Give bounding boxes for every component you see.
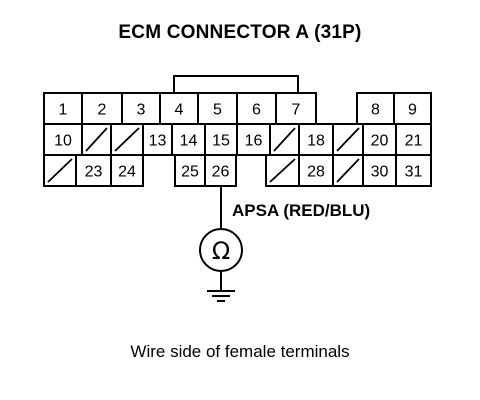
terminal-number: 31 (405, 164, 423, 181)
unused-terminal-slash (85, 127, 108, 152)
terminal-number: 16 (245, 133, 263, 150)
terminal-number: 26 (212, 164, 230, 181)
terminal-number: 1 (59, 102, 68, 119)
terminal-cavity-empty (110, 123, 144, 156)
terminal-number: 8 (371, 102, 380, 119)
terminal-number: 30 (371, 164, 389, 181)
unused-terminal-slash (336, 127, 360, 152)
terminal-cavity: 5 (197, 92, 238, 125)
terminal-cavity: 28 (298, 154, 334, 187)
cavity-outline (395, 154, 432, 187)
cavity-outline (275, 92, 317, 125)
cavity-outline (393, 92, 432, 125)
terminal-number: 25 (181, 164, 199, 181)
terminal-number: 20 (371, 133, 389, 150)
terminal-cavity: 2 (81, 92, 123, 125)
terminal-number: 6 (252, 102, 261, 119)
terminal-number: 2 (98, 102, 107, 119)
terminal-number: 13 (149, 133, 167, 150)
terminal-cavity-empty (269, 123, 300, 156)
cavity-outline (75, 154, 112, 187)
terminal-cavity: 9 (393, 92, 432, 125)
terminal-number: 5 (213, 102, 222, 119)
terminal-number: 4 (175, 102, 184, 119)
terminal-number: 14 (180, 133, 198, 150)
cavity-outline (204, 123, 238, 156)
cavity-outline (174, 154, 206, 187)
unused-terminal-slash (336, 158, 360, 183)
terminal-cavity: 1 (43, 92, 83, 125)
terminal-cavity: 23 (75, 154, 112, 187)
terminal-cavity: 8 (356, 92, 395, 125)
terminal-cavity: 13 (142, 123, 173, 156)
terminal-cavity: 14 (171, 123, 206, 156)
terminal-number: 9 (408, 102, 417, 119)
terminal-cavity: 30 (362, 154, 397, 187)
terminal-cavity-empty (332, 154, 364, 187)
terminal-number: 10 (54, 133, 72, 150)
terminal-cavity-empty (81, 123, 112, 156)
terminal-number: 7 (292, 102, 301, 119)
terminal-cavity: 24 (110, 154, 144, 187)
unused-terminal-slash (47, 158, 73, 183)
unused-terminal-slash (269, 158, 296, 183)
terminal-cavity: 6 (236, 92, 277, 125)
diagram-title: ECM CONNECTOR A (31P) (118, 22, 362, 43)
terminal-cavity: 15 (204, 123, 238, 156)
unused-terminal-slash (273, 127, 296, 152)
terminal-number: 21 (405, 133, 423, 150)
terminal-cavity-empty (265, 154, 300, 187)
cavity-outline (236, 92, 277, 125)
terminal-cavity-empty (332, 123, 364, 156)
terminal-number: 23 (85, 164, 103, 181)
terminal-number: 24 (118, 164, 136, 181)
terminal-cavity: 20 (362, 123, 397, 156)
terminal-number: 15 (212, 133, 230, 150)
ohmmeter-icon: Ω (199, 228, 243, 272)
cavity-outline (142, 123, 173, 156)
terminal-cavity: 26 (204, 154, 237, 187)
terminal-cavity: 4 (159, 92, 199, 125)
terminal-cavity: 10 (43, 123, 83, 156)
terminal-cavity: 18 (298, 123, 334, 156)
diagram-caption: Wire side of female terminals (130, 342, 350, 361)
terminal-number: 28 (307, 164, 325, 181)
terminal-cavity: 25 (174, 154, 206, 187)
terminal-number: 3 (137, 102, 146, 119)
cavity-outline (395, 123, 432, 156)
ground-icon (207, 290, 235, 302)
terminal-cavity-empty (43, 154, 77, 187)
terminal-cavity: 31 (395, 154, 432, 187)
terminal-cavity: 16 (236, 123, 271, 156)
terminal-number: 18 (307, 133, 325, 150)
cavity-outline (110, 154, 144, 187)
unused-terminal-slash (114, 127, 140, 152)
terminal-cavity: 21 (395, 123, 432, 156)
ohm-symbol: Ω (212, 237, 230, 265)
terminal-cavity: 3 (121, 92, 161, 125)
terminal-cavity: 7 (275, 92, 317, 125)
connector-lock-tab (173, 75, 299, 94)
wire-label: APSA (RED/BLU) (232, 201, 371, 220)
